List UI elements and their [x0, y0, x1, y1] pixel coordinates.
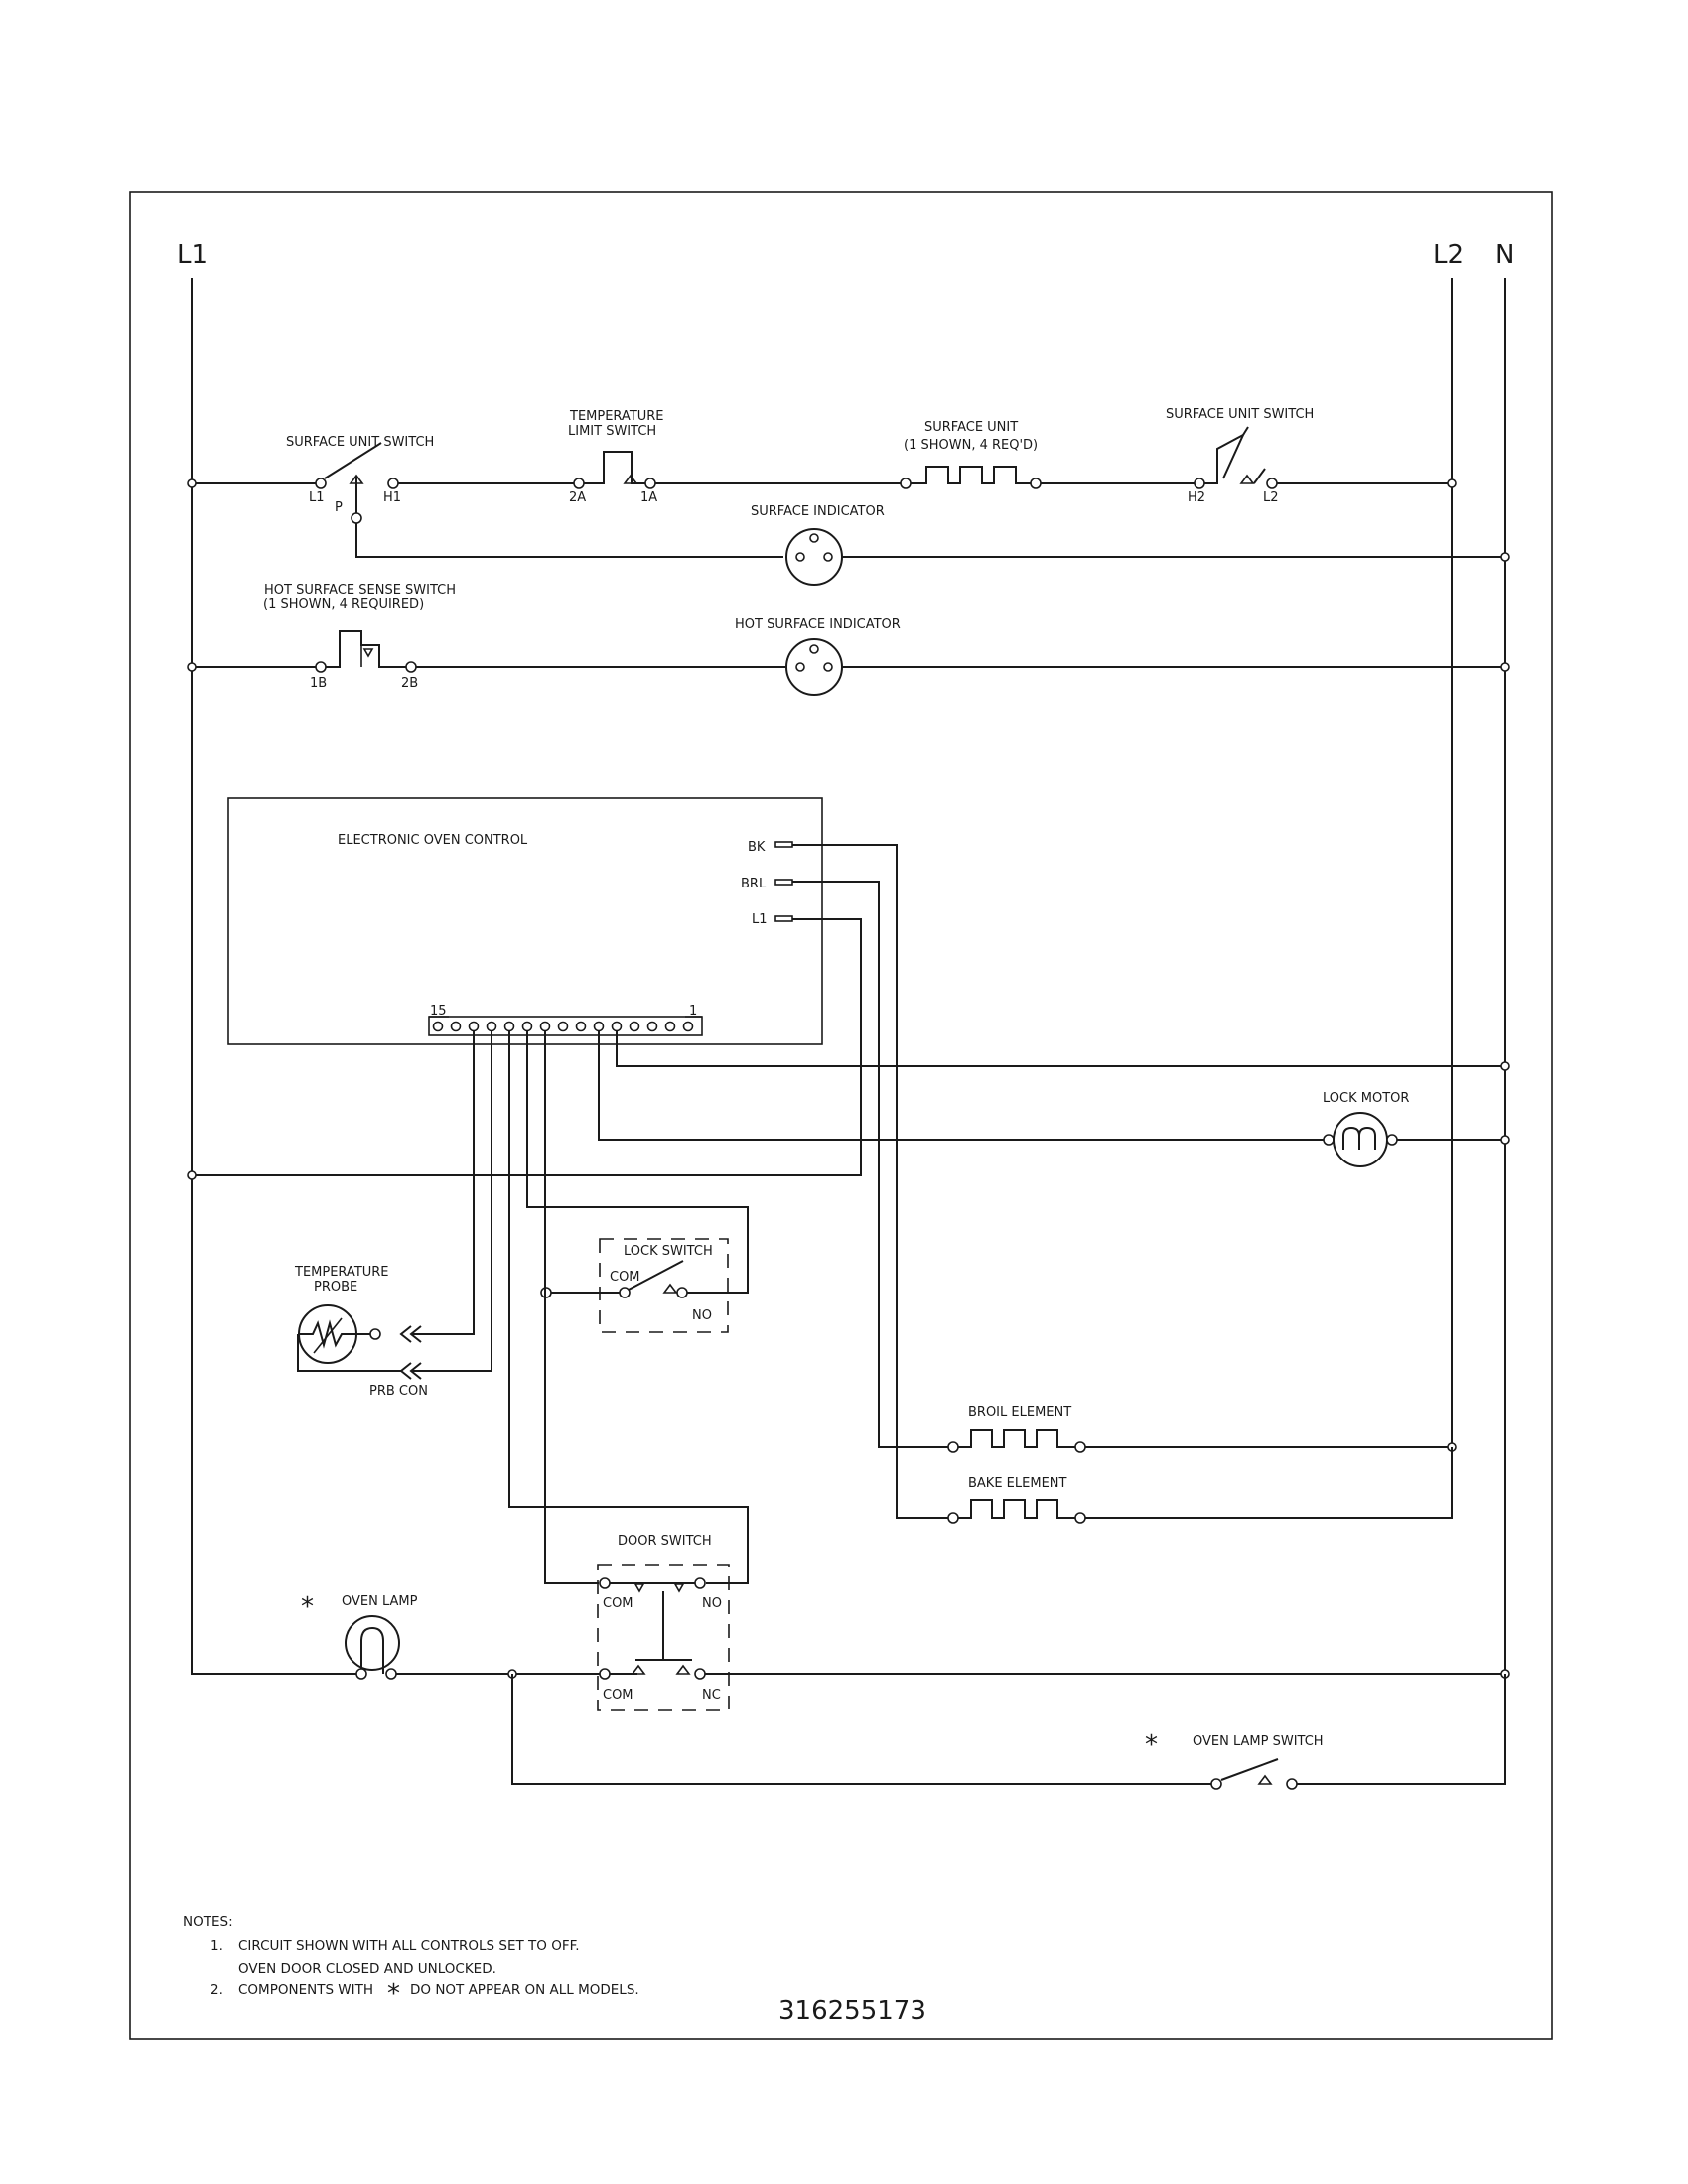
- note-2-asterisk: *: [387, 1979, 400, 2009]
- surface-unit-switch-left-label: SURFACE UNIT SWITCH: [286, 435, 434, 450]
- oven-lamp-asterisk: *: [301, 1592, 314, 1622]
- terminal-bk: BK: [748, 840, 766, 855]
- surface-unit-switch-right-label: SURFACE UNIT SWITCH: [1166, 407, 1314, 422]
- temperature-probe: TEMPERATURE PROBE PRB CON: [294, 1031, 492, 1399]
- control-connector: [428, 1016, 703, 1036]
- lock-switch: LOCK SWITCH COM NO: [526, 1031, 749, 1333]
- surface-unit-circuit: SURFACE UNIT SWITCH L1 P H1 TEMPERATURE …: [187, 407, 1457, 518]
- temp-probe-label-2: PROBE: [314, 1280, 357, 1295]
- rail-l2-label: L2: [1433, 240, 1464, 270]
- surface-unit-label-2: (1 SHOWN, 4 REQ'D): [904, 438, 1038, 453]
- oven-elements: BROIL ELEMENT BAKE ELEMENT: [947, 1405, 1457, 1524]
- temp-probe-label-1: TEMPERATURE: [294, 1265, 389, 1280]
- broil-element-label: BROIL ELEMENT: [968, 1405, 1071, 1420]
- terminal-p: P: [335, 500, 343, 515]
- door-switch-no: NO: [702, 1596, 722, 1611]
- terminal-l1: L1: [309, 490, 325, 505]
- surface-unit-label-1: SURFACE UNIT: [924, 420, 1018, 435]
- terminal-h1: H1: [383, 490, 401, 505]
- oven-lamp-bulb: [345, 1615, 400, 1671]
- note-2-before: COMPONENTS WITH: [238, 1982, 373, 1998]
- door-switch: DOOR SWITCH COM NO COM NC: [508, 1031, 749, 1711]
- note-1-line-1: CIRCUIT SHOWN WITH ALL CONTROLS SET TO O…: [238, 1938, 579, 1954]
- oven-lamp-switch-label: OVEN LAMP SWITCH: [1193, 1734, 1324, 1749]
- surface-indicator-circuit: SURFACE INDICATOR: [351, 504, 1510, 586]
- prb-con-label: PRB CON: [369, 1384, 428, 1399]
- electronic-oven-control-label: ELECTRONIC OVEN CONTROL: [338, 833, 528, 848]
- note-2-number: 2.: [211, 1982, 223, 1998]
- door-switch-nc: NC: [702, 1688, 721, 1703]
- terminal-1b: 1B: [310, 676, 327, 691]
- temp-limit-switch-label-2: LIMIT SWITCH: [568, 424, 656, 439]
- hot-surface-circuit: HOT SURFACE SENSE SWITCH (1 SHOWN, 4 REQ…: [187, 583, 1510, 696]
- hot-surface-indicator-label: HOT SURFACE INDICATOR: [735, 617, 901, 632]
- bake-element-label: BAKE ELEMENT: [968, 1476, 1067, 1491]
- control-output-wiring: [187, 844, 948, 1519]
- rail-n-label: N: [1495, 240, 1514, 270]
- connector-pin-1-label: 1: [689, 1004, 697, 1019]
- diagram-frame: [129, 191, 1553, 2040]
- power-rails: L1 L2 N: [177, 240, 1514, 1775]
- connector-pins: [432, 1021, 694, 1032]
- note-1-number: 1.: [211, 1938, 223, 1954]
- part-number: 316255173: [778, 1996, 926, 2026]
- oven-lamp-switch-asterisk: *: [1145, 1730, 1158, 1760]
- hot-surface-sense-label-2: (1 SHOWN, 4 REQUIRED): [263, 597, 424, 612]
- rail-l1-label: L1: [177, 240, 208, 270]
- connector-pin-15-label: 15: [430, 1004, 447, 1019]
- notes-header: NOTES:: [183, 1914, 233, 1930]
- hot-surface-indicator-lamp: [785, 638, 843, 696]
- lock-switch-com: COM: [610, 1270, 640, 1285]
- oven-lamp-circuit: * OVEN LAMP * OVEN LAMP SWITCH: [191, 1592, 1510, 1790]
- temp-limit-switch-label-1: TEMPERATURE: [569, 409, 664, 424]
- note-2-after: DO NOT APPEAR ON ALL MODELS.: [410, 1982, 639, 1998]
- terminal-ctrl-l1: L1: [752, 912, 768, 927]
- door-switch-label: DOOR SWITCH: [618, 1534, 712, 1549]
- door-switch-com-bottom: COM: [603, 1688, 633, 1703]
- lock-switch-no: NO: [692, 1308, 712, 1323]
- door-switch-com-top: COM: [603, 1596, 633, 1611]
- lock-motor-label: LOCK MOTOR: [1323, 1091, 1409, 1106]
- surface-indicator-lamp: [785, 528, 843, 586]
- electronic-oven-control: ELECTRONIC OVEN CONTROL BK BRL L1 15 1: [227, 797, 823, 1045]
- connector-wiring: [598, 1031, 1510, 1141]
- lock-motor: LOCK MOTOR: [1323, 1091, 1510, 1167]
- note-1-line-2: OVEN DOOR CLOSED AND UNLOCKED.: [238, 1961, 496, 1977]
- terminal-2a: 2A: [569, 490, 586, 505]
- hot-surface-sense-label-1: HOT SURFACE SENSE SWITCH: [264, 583, 456, 598]
- terminal-l2: L2: [1263, 490, 1279, 505]
- surface-indicator-label: SURFACE INDICATOR: [751, 504, 885, 519]
- terminal-brl: BRL: [741, 877, 767, 891]
- notes: NOTES: 1. CIRCUIT SHOWN WITH ALL CONTROL…: [183, 1914, 639, 2009]
- terminal-2b: 2B: [401, 676, 418, 691]
- lock-switch-label: LOCK SWITCH: [624, 1244, 713, 1259]
- oven-lamp-label: OVEN LAMP: [342, 1594, 418, 1609]
- terminal-1a: 1A: [640, 490, 657, 505]
- terminal-h2: H2: [1188, 490, 1205, 505]
